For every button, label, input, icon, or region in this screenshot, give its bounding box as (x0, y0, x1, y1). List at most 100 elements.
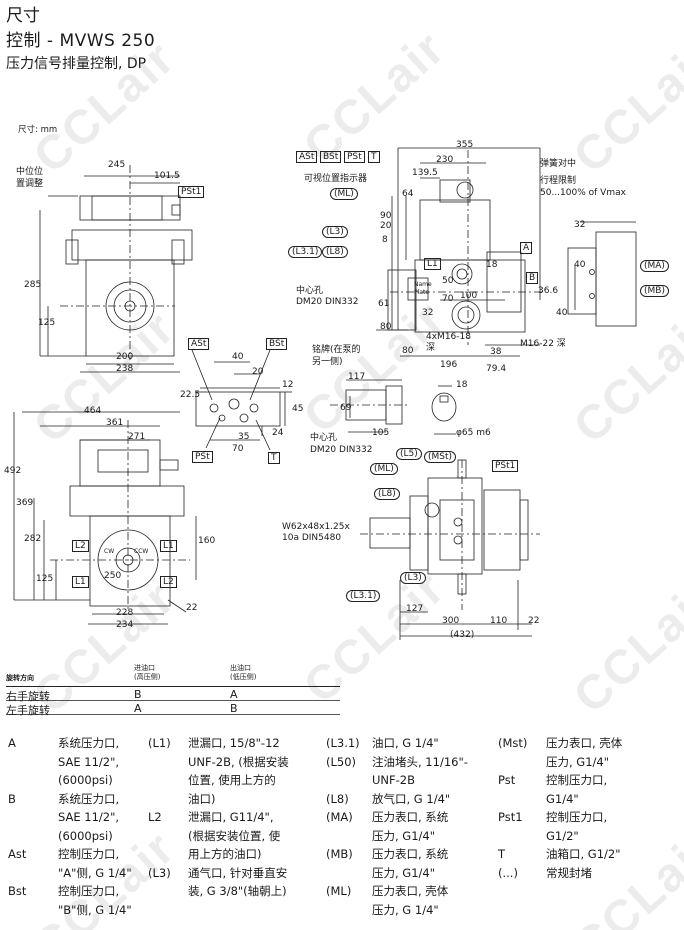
legend-item: (Mst) 压力表口, 壳体 压力, G1/4" (498, 734, 684, 771)
technical-drawing (13, 147, 637, 640)
dim-80: 80 (380, 322, 392, 332)
dim-230: 230 (436, 155, 454, 165)
legend-key: (ML) (326, 884, 352, 898)
view-control-block (191, 349, 292, 451)
legend-value: 压力表口, 系统 压力, G1/4" (372, 810, 449, 843)
table-row: 左手旋转 A B (6, 701, 340, 717)
view-shaft (330, 379, 457, 435)
port-l1: L1 (424, 258, 441, 270)
dim-70: 70 (442, 294, 454, 304)
table-header-outlet: 出油口 (低压侧) (230, 664, 257, 681)
table-cell: B (230, 702, 238, 715)
legend-value: 控制压力口, "B"侧, G 1/4" (58, 884, 132, 917)
table-cell: A (134, 702, 142, 715)
model-title: 控制 - MVWS 250 (6, 31, 156, 51)
port-l3-1: (L3.1) (288, 246, 323, 258)
dim-40b: 40 (556, 308, 568, 318)
port-l3-1-br: (L3.1) (346, 590, 381, 602)
legend-value: 控制压力口, G1/2" (546, 810, 608, 843)
unit-note: 尺寸: mm (18, 125, 58, 135)
pump-flange (71, 229, 193, 261)
legend-key: (Mst) (498, 736, 528, 750)
dim-432: (432) (450, 630, 475, 640)
dim-200: 200 (116, 352, 134, 362)
dim-245: 245 (108, 160, 126, 170)
port-ml-br: (ML) (370, 463, 398, 475)
nameplate-b: Plate (414, 289, 430, 296)
port-l3-br: (L3) (400, 572, 426, 584)
legend-item: (...)常规封堵 (498, 864, 684, 883)
dim-139-5: 139.5 (412, 168, 438, 178)
legend-value: 常规封堵 (546, 865, 592, 880)
dim-300: 300 (442, 616, 460, 626)
dim-105: 105 (372, 428, 390, 438)
dim-285: 285 (24, 280, 42, 290)
dim-464: 464 (84, 406, 102, 416)
dim-38: 38 (490, 347, 502, 357)
dim-20-mid: 20 (252, 367, 264, 377)
rotation-ccw: CCW (134, 548, 149, 555)
dim-355: 355 (456, 140, 474, 150)
dim-45: 45 (292, 404, 304, 414)
dim-24: 24 (272, 428, 284, 438)
legend-key: (L3) (148, 865, 171, 880)
thread-note-2: M16-22 深 (520, 339, 566, 349)
port-l3: (L3) (322, 226, 348, 238)
thread-note-1: 4xM16-18 深 (426, 332, 471, 353)
dim-282: 282 (24, 534, 42, 544)
legend-value: 油箱口, G1/2" (546, 847, 621, 861)
vmax-note: 50...100% of Vmax (540, 188, 626, 198)
dim-32r: 32 (574, 220, 586, 230)
nameplate-a: Name (414, 281, 432, 288)
legend-col-2: (L1) 泄漏口, 15/8"-12 UNF-2B, (根据安装 位置, 使用上方… (148, 734, 328, 901)
dim-70-mid: 70 (232, 444, 244, 454)
legend-item: (L3.1)油口, G 1/4" (326, 734, 506, 753)
port-ma: (MA) (640, 260, 669, 272)
port-mb: (MB) (640, 285, 669, 297)
dim-361: 361 (106, 418, 124, 428)
port-l1-a: L1 (160, 540, 177, 552)
dim-18-shaft: 18 (456, 380, 468, 390)
dim-40-mid: 40 (232, 352, 244, 362)
legend-value: 压力表口, 壳体 压力, G1/4" (546, 736, 623, 769)
port-pst1: PSt1 (178, 186, 205, 198)
port-pst1-br: PSt1 (492, 460, 519, 472)
legend-key: L2 (148, 810, 162, 824)
dim-90: 90 (380, 211, 392, 221)
table-cell: A (230, 688, 238, 701)
legend-value: 压力表口, 壳体 压力, G 1/4" (372, 884, 449, 917)
legend-value: 泄漏口, 15/8"-12 UNF-2B, (根据安装 位置, 使用上方的 油口… (188, 736, 289, 806)
dim-101-5: 101.5 (154, 171, 180, 181)
port-t: T (368, 151, 380, 163)
legend-key: B (8, 791, 16, 806)
legend-item: (MB)压力表口, 系统 压力, G1/4" (326, 845, 506, 882)
legend-key: (L3.1) (326, 736, 360, 750)
legend-item: (L8)放气口, G 1/4" (326, 790, 506, 809)
port-b: B (526, 272, 539, 284)
legend-item: (ML) 压力表口, 壳体 压力, G 1/4" (326, 882, 506, 919)
dim-369: 369 (16, 498, 34, 508)
dim-8: 8 (382, 235, 388, 245)
legend-value: 注油堵头, 11/16"- UNF-2B (372, 754, 468, 788)
spline-note: W62x48x1.25x 10a DIN5480 (282, 522, 350, 543)
port-ast-mid: ASt (188, 338, 210, 350)
port-ml: (ML) (330, 188, 358, 200)
dim-35: 35 (238, 432, 250, 442)
dim-61: 61 (378, 299, 390, 309)
legend-key: (L1) (148, 736, 171, 750)
port-pst-mid: PSt (192, 451, 213, 463)
dim-69: 69 (340, 403, 352, 413)
pump-body (85, 259, 175, 357)
legend-key: (MA) (326, 810, 353, 824)
port-l2-a: L2 (72, 540, 89, 552)
side-view-flange (595, 231, 637, 327)
dim-100: 100 (460, 291, 478, 301)
dim-238: 238 (116, 364, 134, 374)
legend-item: (L1) 泄漏口, 15/8"-12 UNF-2B, (根据安装 位置, 使用上方… (148, 734, 328, 808)
